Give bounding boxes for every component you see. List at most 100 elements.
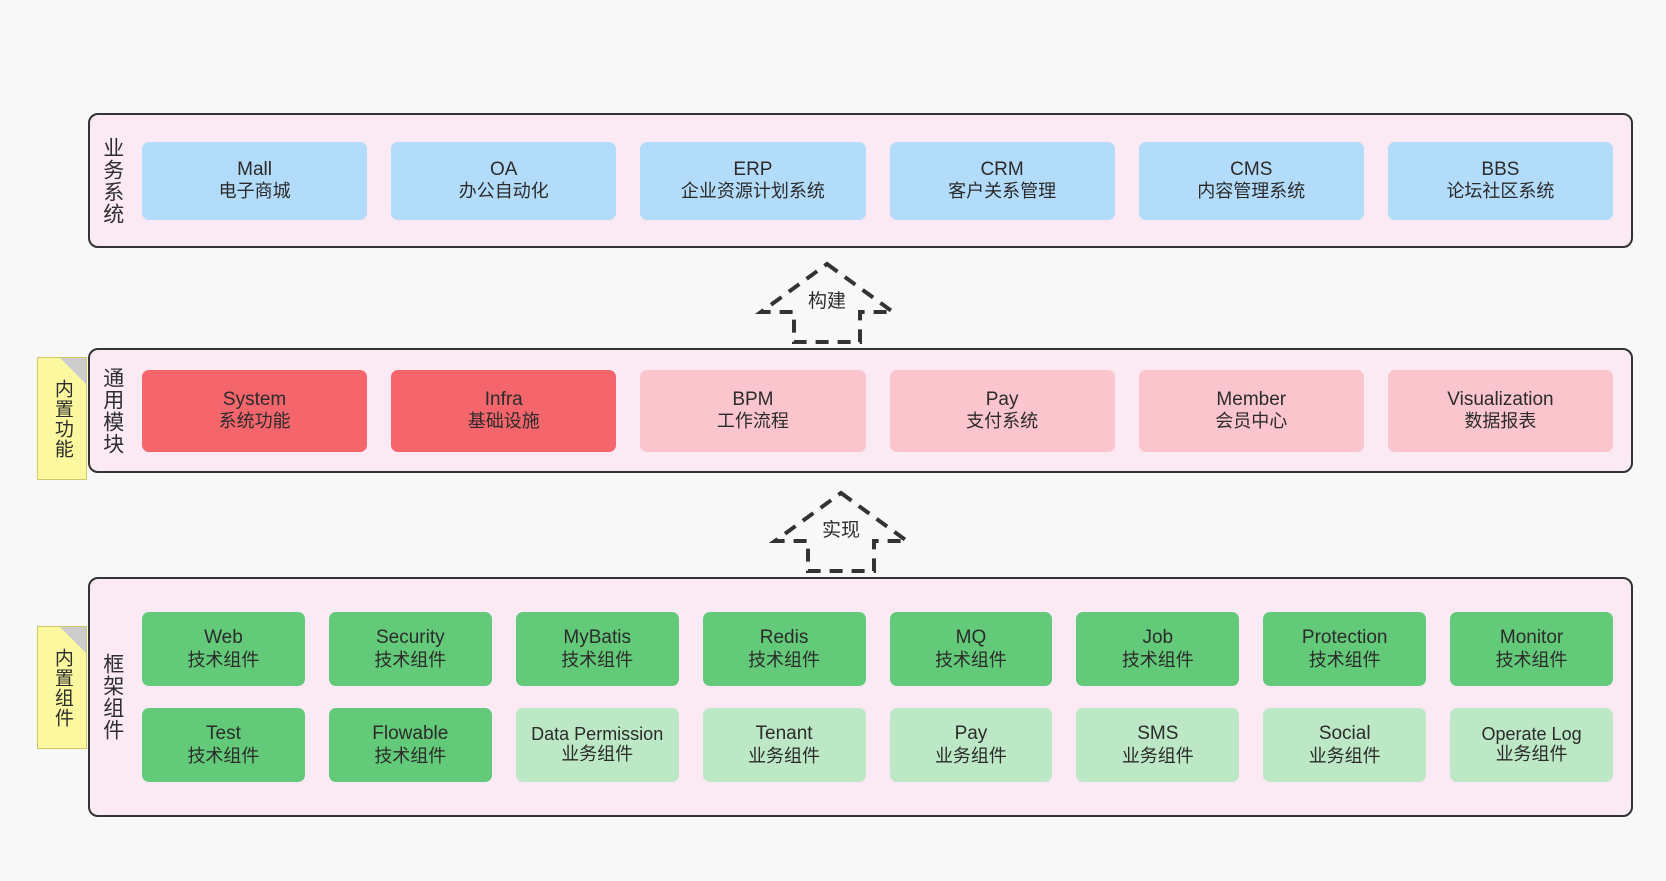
node-title-en: Security <box>375 627 445 649</box>
node-title-cn: 办公自动化 <box>458 181 549 202</box>
node-title-cn: 业务组件 <box>934 745 1007 766</box>
node-title-en: Pay <box>985 388 1019 410</box>
layer-common-modules-title: 通用模块 <box>100 366 124 455</box>
arrow-build: 构建 <box>754 260 900 345</box>
node-title-en: CMS <box>1230 158 1273 180</box>
note-builtin-features: 内置功能 <box>37 357 87 480</box>
node-title-en: Infra <box>484 388 523 410</box>
node-title-cn: 技术组件 <box>1495 649 1568 670</box>
node-title-cn: 技术组件 <box>561 649 634 670</box>
node-title-cn: 技术组件 <box>1308 649 1381 670</box>
node-title-cn: 业务组件 <box>561 744 634 765</box>
node-title-en: Tenant <box>755 723 813 745</box>
note-fold-corner-icon <box>60 358 86 384</box>
node-title-en: OA <box>490 158 518 180</box>
node-title-en: Job <box>1142 627 1174 649</box>
node-title-en: Data Permission <box>531 723 664 744</box>
node-title-en: Monitor <box>1499 627 1564 649</box>
node-title-en: Test <box>206 723 241 745</box>
node-title-cn: 技术组件 <box>187 745 260 766</box>
node-title-cn: 技术组件 <box>748 649 821 670</box>
node-title-en: Redis <box>759 627 809 649</box>
note-builtin-components-label: 内置组件 <box>51 647 73 728</box>
arrow-implement: 实现 <box>768 489 914 574</box>
node-title-cn: 技术组件 <box>934 649 1007 670</box>
node-title-en: Operate Log <box>1481 723 1582 744</box>
node-title-cn: 系统功能 <box>218 411 291 432</box>
arrow-implement-label: 实现 <box>821 520 861 541</box>
note-builtin-features-label: 内置功能 <box>51 378 73 459</box>
node-title-en: Mall <box>237 158 272 180</box>
layer-framework-components-title: 框架组件 <box>100 653 124 741</box>
node-title-en: SMS <box>1137 723 1179 745</box>
node-title-cn: 客户关系管理 <box>948 181 1057 202</box>
node-title-en: Visualization <box>1447 388 1554 410</box>
node-title-cn: 业务组件 <box>1495 744 1568 765</box>
node-title-en: MQ <box>955 627 987 649</box>
node-title-cn: 业务组件 <box>748 745 821 766</box>
layer-business-system-title: 业务系统 <box>100 136 124 225</box>
node-title-en: BPM <box>732 388 774 410</box>
node-title-cn: 会员中心 <box>1215 411 1288 432</box>
node-title-cn: 电子商城 <box>218 181 291 202</box>
note-fold-corner-icon <box>60 627 86 653</box>
node-title-en: BBS <box>1481 158 1520 180</box>
note-builtin-components: 内置组件 <box>37 626 87 749</box>
node-title-cn: 技术组件 <box>187 649 260 670</box>
node-title-cn: 业务组件 <box>1121 745 1194 766</box>
node-title-en: Protection <box>1301 627 1388 649</box>
node-title-en: System <box>222 388 287 410</box>
node-title-cn: 技术组件 <box>374 649 447 670</box>
node-title-en: Social <box>1318 723 1371 745</box>
node-title-cn: 技术组件 <box>374 745 447 766</box>
node-title-cn: 企业资源计划系统 <box>680 181 825 202</box>
node-title-cn: 内容管理系统 <box>1197 181 1306 202</box>
node-title-en: MyBatis <box>563 627 631 649</box>
node-title-cn: 支付系统 <box>966 411 1039 432</box>
node-title-cn: 基础设施 <box>467 411 540 432</box>
node-title-cn: 工作流程 <box>716 411 789 432</box>
node-title-en: Pay <box>954 723 988 745</box>
node-title-en: Web <box>204 627 243 649</box>
node-title-cn: 业务组件 <box>1308 745 1381 766</box>
